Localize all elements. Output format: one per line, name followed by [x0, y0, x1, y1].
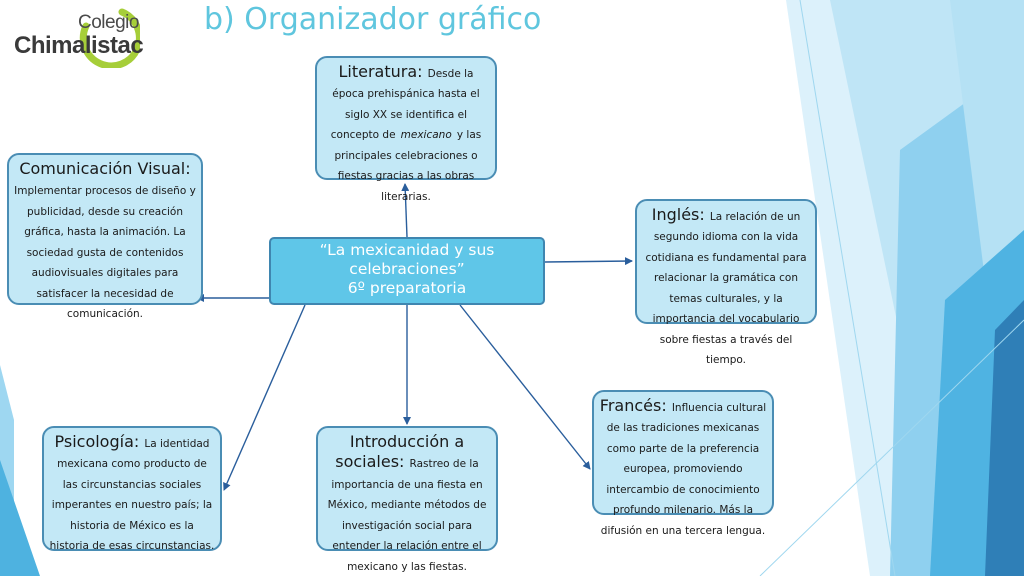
node-comunicacion-visual: Comunicación Visual: Implementar proceso…	[7, 153, 203, 320]
node-psicologia-heading: Psicología:	[54, 432, 140, 451]
node-introduccion-heading: Introducción a sociales:	[335, 432, 465, 472]
center-topic-line1: “La mexicanidad y sus	[319, 241, 495, 259]
node-introduccion-text: Rastreo de la importancia de una fiesta …	[327, 458, 487, 573]
center-topic-line2: celebraciones”	[349, 259, 465, 278]
logo-text-colegio: Colegio	[78, 12, 139, 33]
node-frances-heading: Francés:	[599, 396, 667, 415]
node-literatura-text-before: Desde la época prehispánica hasta el sig…	[330, 68, 480, 142]
node-comunicacion-heading: Comunicación Visual:	[19, 159, 191, 178]
slide-title: b) Organizador gráfico	[204, 2, 542, 37]
node-ingles-heading: Inglés:	[651, 205, 705, 224]
logo-text-chimalistac: Chimalistac	[14, 32, 144, 59]
node-literatura-text-after: y las principales celebraciones o fiesta…	[334, 129, 482, 203]
node-comunicacion-text: Implementar procesos de diseño y publici…	[14, 185, 196, 321]
node-psicologia-text: La identidad mexicana como producto de l…	[49, 438, 215, 553]
node-literatura: Literatura: Desde la época prehispánica …	[315, 56, 497, 203]
node-psicologia: Psicología: La identidad mexicana como p…	[42, 426, 222, 553]
colegio-chimalistac-logo: Colegio Chimalistac	[14, 4, 144, 76]
node-frances-text: Influencia cultural de las tradiciones m…	[600, 402, 767, 537]
node-introduccion-sociales: Introducción a sociales: Rastreo de la i…	[316, 426, 498, 573]
logo-ring-icon	[79, 8, 140, 68]
center-topic-box: “La mexicanidad y sus celebraciones” 6º …	[269, 237, 545, 305]
node-frances: Francés: Influencia cultural de las trad…	[592, 390, 774, 537]
node-ingles: Inglés: La relación de un segundo idioma…	[635, 199, 817, 366]
center-topic-grade: 6º preparatoria	[347, 278, 467, 297]
node-literatura-text-emphasis: mexicano	[400, 129, 452, 142]
node-literatura-heading: Literatura:	[338, 62, 423, 81]
node-ingles-text: La relación de un segundo idioma con la …	[645, 211, 807, 367]
